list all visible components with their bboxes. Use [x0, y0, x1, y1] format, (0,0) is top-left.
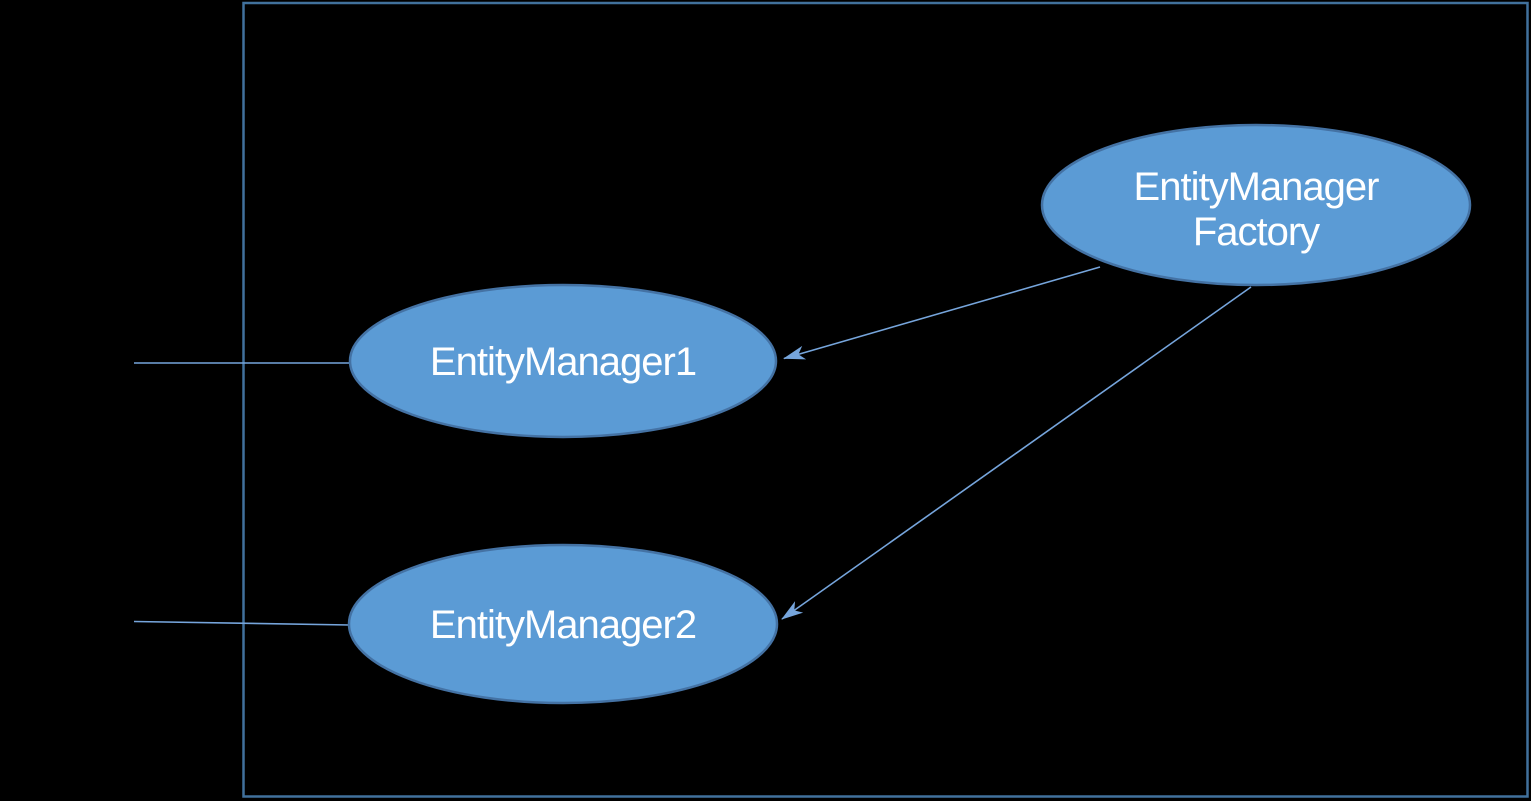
node-entity-manager-1: EntityManager1 — [348, 283, 778, 439]
connector-factory-to-entitymanager1 — [783, 266, 1101, 360]
entity-manager-1-label: EntityManager1 — [430, 340, 696, 384]
entity-manager-2-label: EntityManager2 — [430, 603, 696, 647]
leader-line-entitymanager2 — [133, 620, 351, 626]
node-entity-manager-2: EntityManager2 — [347, 543, 779, 705]
entity-manager-2-shape — [347, 543, 779, 705]
slide-frame — [242, 1, 1529, 798]
connector-factory-to-entitymanager2 — [781, 286, 1252, 620]
entity-manager-factory-shape — [1040, 123, 1472, 287]
entity-manager-factory-label-line2: Factory — [1193, 210, 1320, 254]
entity-manager-factory-label-line1: EntityManager — [1134, 165, 1380, 209]
entity-manager-1-shape — [348, 283, 778, 439]
node-entity-manager-factory: EntityManager Factory — [1040, 123, 1472, 287]
